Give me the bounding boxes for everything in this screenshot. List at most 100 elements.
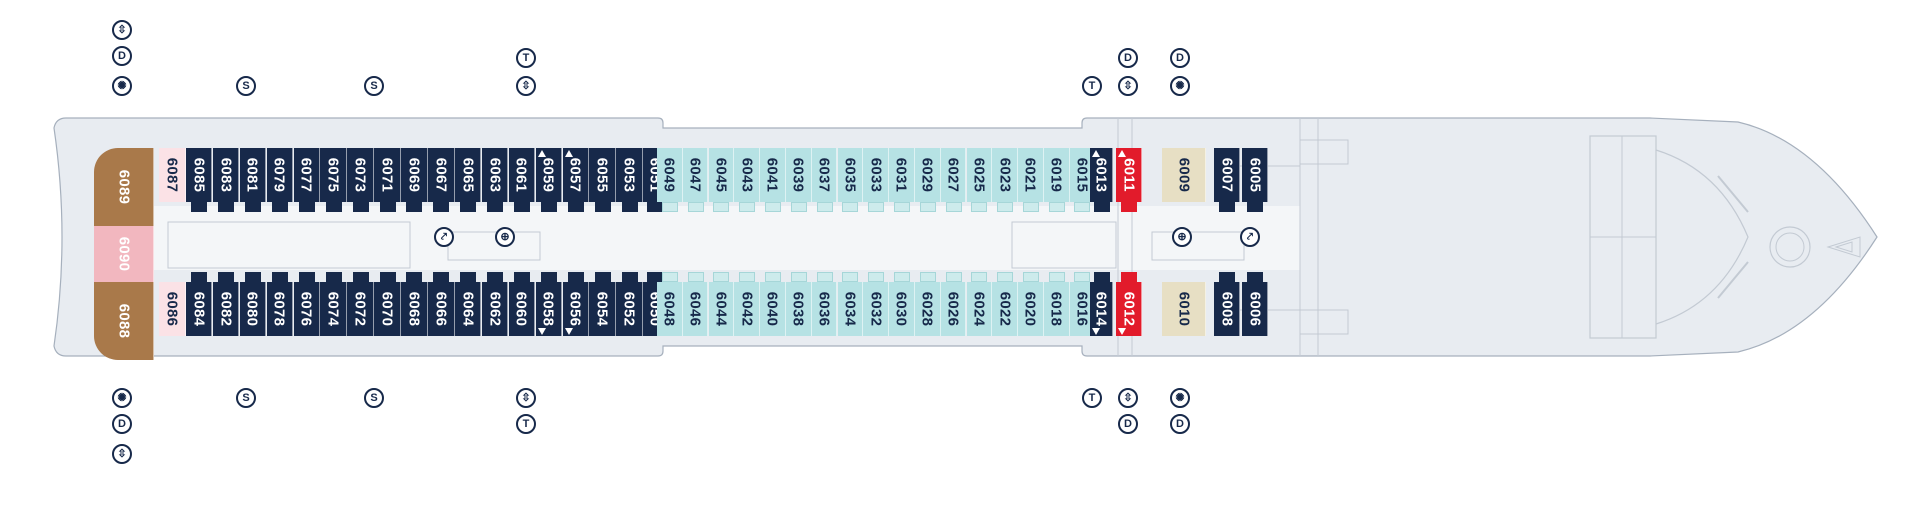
cabin-6065[interactable]: 6065 — [454, 148, 482, 202]
cabin-6029[interactable]: 6029 — [915, 148, 941, 202]
cabin-6060[interactable]: 6060 — [508, 282, 536, 336]
cabin-6057[interactable]: 6057 — [562, 148, 590, 202]
cabin-6047[interactable]: 6047 — [682, 148, 709, 202]
cabin-6076[interactable]: 6076 — [293, 282, 321, 336]
cabin-6078[interactable]: 6078 — [266, 282, 294, 336]
cabin-6064[interactable]: 6064 — [454, 282, 482, 336]
cabin-6035[interactable]: 6035 — [837, 148, 864, 202]
balcony-marker — [1048, 272, 1065, 282]
cabin-6080[interactable]: 6080 — [239, 282, 267, 336]
cabin-number: 6019 — [1047, 157, 1065, 193]
balcony-marker — [647, 202, 664, 212]
anchor-mark — [1826, 236, 1861, 258]
cabin-6072[interactable]: 6072 — [347, 282, 374, 336]
cabin-number: 6079 — [270, 157, 288, 193]
cabin-6030[interactable]: 6030 — [889, 282, 915, 336]
cabin-6036[interactable]: 6036 — [811, 282, 838, 336]
cabin-6082[interactable]: 6082 — [212, 282, 240, 336]
cabin-number: 6089 — [115, 169, 132, 205]
cabin-6066[interactable]: 6066 — [428, 282, 455, 336]
balcony-marker — [868, 272, 885, 282]
balcony-marker — [271, 202, 288, 212]
cabin-number: 6015 — [1073, 157, 1091, 193]
balcony-marker — [487, 272, 504, 282]
cabin-6077[interactable]: 6077 — [293, 148, 321, 202]
cabin-6018[interactable]: 6018 — [1044, 282, 1070, 336]
cabin-6013[interactable]: 6013 — [1090, 148, 1113, 202]
cabin-6043[interactable]: 6043 — [734, 148, 760, 202]
cabin-6055[interactable]: 6055 — [589, 148, 616, 202]
cabin-6019[interactable]: 6019 — [1044, 148, 1070, 202]
cabin-6067[interactable]: 6067 — [428, 148, 455, 202]
cabin-6014[interactable]: 6014 — [1090, 282, 1113, 336]
cabin-6085[interactable]: 6085 — [185, 148, 213, 202]
stairway-icon: ⤤ — [434, 227, 454, 247]
cabin-6031[interactable]: 6031 — [889, 148, 915, 202]
disabled-access-icon: D — [1170, 414, 1190, 434]
cabin-6032[interactable]: 6032 — [863, 282, 889, 336]
cabin-6012[interactable]: 6012 — [1116, 282, 1142, 336]
cabin-6056[interactable]: 6056 — [562, 282, 590, 336]
cabin-6044[interactable]: 6044 — [708, 282, 735, 336]
cabin-6083[interactable]: 6083 — [212, 148, 240, 202]
cabin-6081[interactable]: 6081 — [239, 148, 267, 202]
cabin-6021[interactable]: 6021 — [1018, 148, 1044, 202]
cabin-6024[interactable]: 6024 — [966, 282, 993, 336]
cabin-6025[interactable]: 6025 — [966, 148, 993, 202]
cabin-6062[interactable]: 6062 — [481, 282, 509, 336]
cabin-6039[interactable]: 6039 — [786, 148, 812, 202]
cabin-6034[interactable]: 6034 — [837, 282, 864, 336]
balcony-marker — [514, 202, 530, 212]
cabin-6046[interactable]: 6046 — [682, 282, 709, 336]
cabin-6087[interactable]: 6087 — [159, 148, 186, 202]
cabin-6045[interactable]: 6045 — [708, 148, 735, 202]
cabin-6033[interactable]: 6033 — [863, 148, 889, 202]
cabin-6038[interactable]: 6038 — [786, 282, 812, 336]
wellness-icon: ✺ — [112, 388, 132, 408]
cabin-6007[interactable]: 6007 — [1214, 148, 1240, 202]
cabin-6089[interactable]: 6089 — [94, 148, 154, 226]
cabin-number: 6037 — [815, 157, 833, 193]
cabin-number: 6070 — [378, 291, 396, 327]
cabin-6026[interactable]: 6026 — [940, 282, 967, 336]
cabin-6042[interactable]: 6042 — [734, 282, 760, 336]
cabin-6073[interactable]: 6073 — [347, 148, 374, 202]
cabin-6005[interactable]: 6005 — [1242, 148, 1268, 202]
cabin-6009[interactable]: 6009 — [1162, 148, 1206, 202]
cabin-6088[interactable]: 6088 — [94, 282, 154, 360]
cabin-6069[interactable]: 6069 — [401, 148, 428, 202]
cabin-6022[interactable]: 6022 — [992, 282, 1018, 336]
cabin-6063[interactable]: 6063 — [481, 148, 509, 202]
cabin-6040[interactable]: 6040 — [760, 282, 786, 336]
cabin-6090[interactable]: 6090 — [94, 226, 154, 282]
cabin-6084[interactable]: 6084 — [185, 282, 213, 336]
cabin-6071[interactable]: 6071 — [374, 148, 401, 202]
cabin-number: 6040 — [763, 291, 781, 327]
cabin-6011[interactable]: 6011 — [1116, 148, 1142, 202]
cabin-6023[interactable]: 6023 — [992, 148, 1018, 202]
cabin-6059[interactable]: 6059 — [535, 148, 563, 202]
cabin-number: 6047 — [686, 157, 704, 193]
cabin-6027[interactable]: 6027 — [940, 148, 967, 202]
cabin-6058[interactable]: 6058 — [535, 282, 563, 336]
cabin-6061[interactable]: 6061 — [508, 148, 536, 202]
cabin-6048[interactable]: 6048 — [657, 282, 683, 336]
cabin-6068[interactable]: 6068 — [401, 282, 428, 336]
cabin-6054[interactable]: 6054 — [589, 282, 616, 336]
cabin-6010[interactable]: 6010 — [1162, 282, 1206, 336]
cabin-6070[interactable]: 6070 — [374, 282, 401, 336]
cabin-6008[interactable]: 6008 — [1214, 282, 1240, 336]
cabin-6020[interactable]: 6020 — [1018, 282, 1044, 336]
cabin-6086[interactable]: 6086 — [159, 282, 186, 336]
balcony-marker — [687, 202, 704, 212]
cabin-6053[interactable]: 6053 — [616, 148, 643, 202]
cabin-6041[interactable]: 6041 — [760, 148, 786, 202]
cabin-6006[interactable]: 6006 — [1242, 282, 1268, 336]
cabin-6079[interactable]: 6079 — [266, 148, 294, 202]
cabin-6049[interactable]: 6049 — [657, 148, 683, 202]
cabin-6075[interactable]: 6075 — [320, 148, 347, 202]
cabin-6074[interactable]: 6074 — [320, 282, 347, 336]
cabin-6052[interactable]: 6052 — [616, 282, 643, 336]
cabin-6037[interactable]: 6037 — [811, 148, 838, 202]
cabin-6028[interactable]: 6028 — [915, 282, 941, 336]
